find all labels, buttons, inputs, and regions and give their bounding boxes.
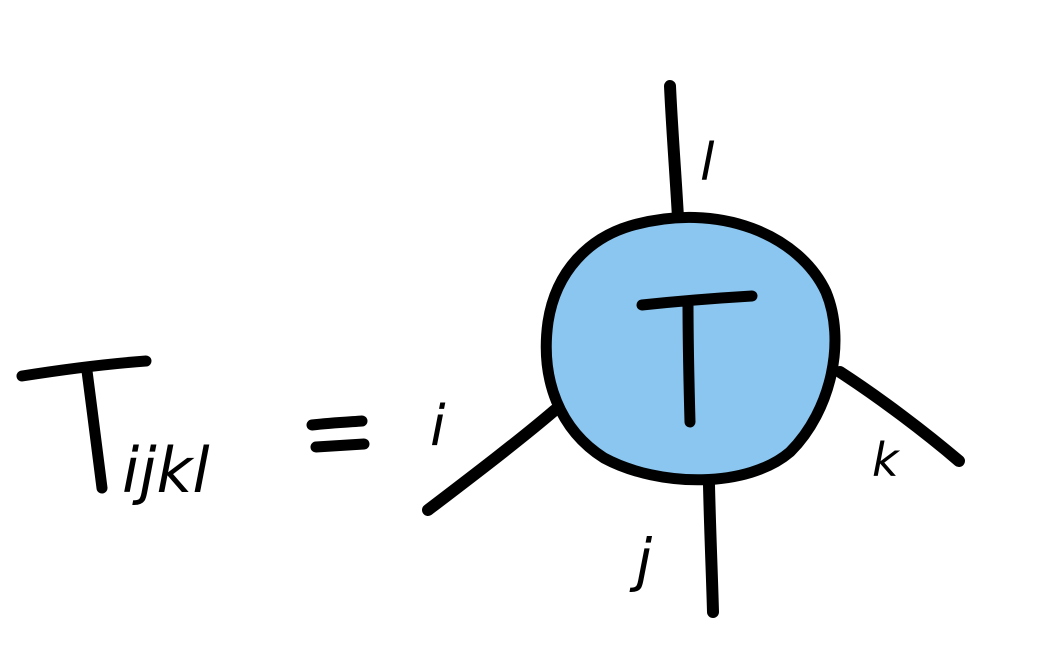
leg-label-left: i <box>430 394 446 459</box>
leg-left <box>422 404 561 516</box>
leg-label-top: l <box>700 133 715 193</box>
node-label: T <box>0 0 1 1</box>
lhs-indices: ijkl <box>122 434 210 507</box>
equation-lhs: ijkl T <box>16 355 210 507</box>
leg-label-right: k <box>872 433 901 487</box>
leg-label-bottom: j <box>629 526 653 594</box>
tensor-node: T <box>0 0 841 486</box>
leg-right <box>834 366 965 467</box>
equals-sign: = <box>306 415 370 453</box>
lhs-t-glyph <box>16 355 152 494</box>
leg-bottom <box>703 479 719 618</box>
tensor-legs <box>422 80 965 618</box>
node-t-glyph <box>636 290 758 428</box>
leg-top <box>664 80 684 224</box>
leg-labels: l i j k <box>430 133 901 594</box>
